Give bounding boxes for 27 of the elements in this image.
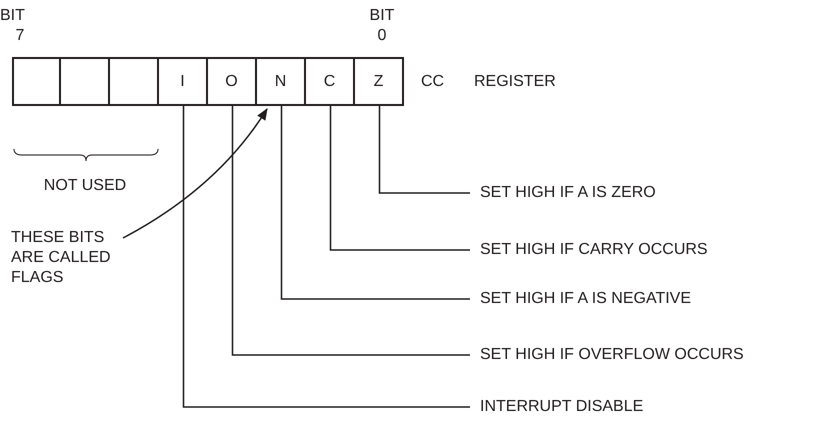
leader-line	[280, 106, 470, 300]
register-label: REGISTER	[474, 72, 557, 92]
leader-line	[232, 106, 470, 356]
leader-line	[330, 106, 470, 251]
description-text: INTERRUPT DISABLE	[470, 397, 815, 417]
description-text: SET HIGH IF OVERFLOW OCCURS	[470, 345, 815, 365]
register-cell	[59, 57, 110, 106]
register-cell: O	[206, 57, 257, 106]
leader-line	[182, 106, 470, 408]
register-cell: Z	[353, 57, 404, 106]
bit-label: BIT	[368, 6, 396, 26]
description-text: SET HIGH IF A IS NEGATIVE	[470, 289, 815, 309]
register-cell: C	[304, 57, 355, 106]
leader-line	[378, 106, 470, 194]
register-name: CC	[421, 72, 446, 92]
bit-number: 0	[376, 26, 388, 46]
description-text: SET HIGH IF CARRY OCCURS	[470, 240, 815, 260]
bit-label: BIT	[0, 6, 26, 26]
register-cell: I	[157, 57, 208, 106]
register-cell: N	[255, 57, 306, 106]
register-cell	[108, 57, 159, 106]
brace-label: NOT USED	[42, 176, 128, 196]
register-cell	[12, 57, 61, 106]
bit-number: 7	[14, 26, 26, 46]
curved-arrow	[122, 108, 268, 239]
description-text: SET HIGH IF A IS ZERO	[470, 183, 815, 203]
description-text: THESE BITS ARE CALLED FLAGS	[11, 228, 123, 288]
